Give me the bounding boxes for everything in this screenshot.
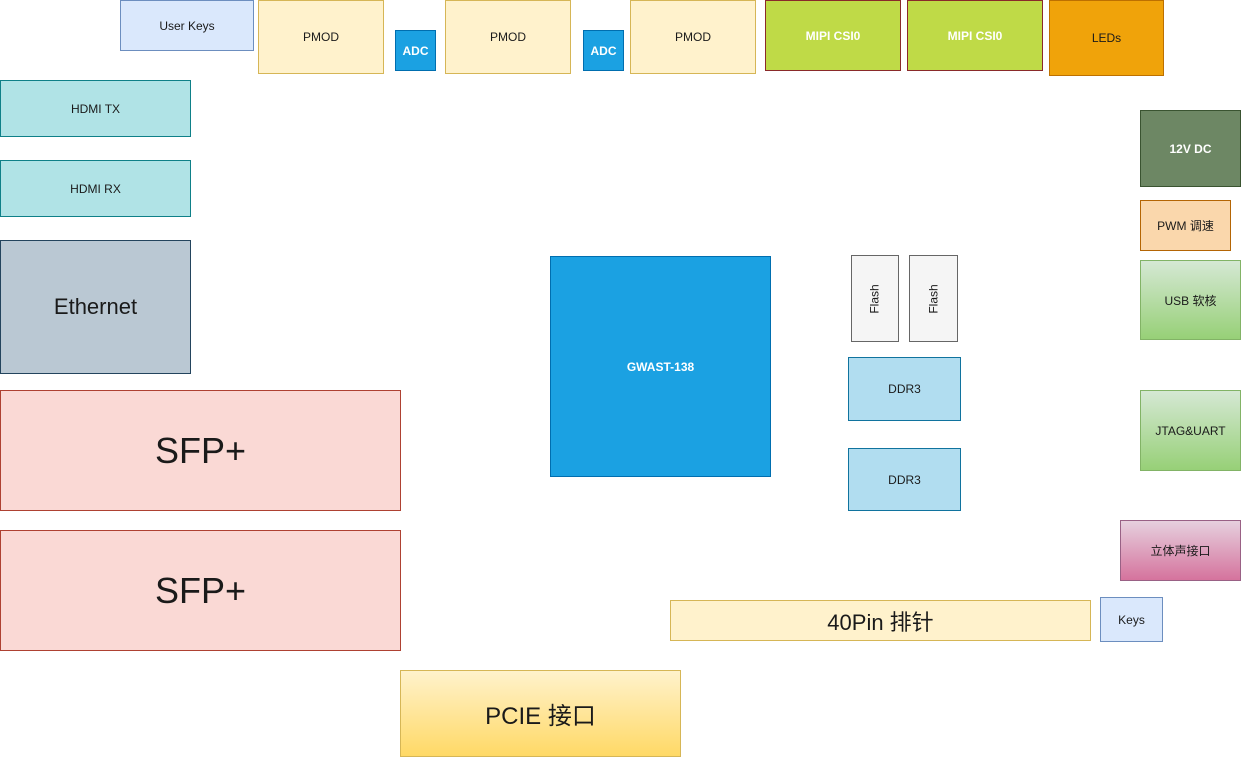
jtag-uart-label: JTAG&UART [1155,423,1226,438]
keys-block: Keys [1100,597,1163,642]
hdmi-tx-label: HDMI TX [70,101,121,116]
mipi-csi-label-1: MIPI CSI0 [805,28,861,43]
audio-block: 立体声接口 [1120,520,1241,581]
ddr3-label-1: DDR3 [888,382,921,396]
pmod-block-1: PMOD [258,0,384,74]
sfp-label-2: SFP+ [154,569,247,611]
flash-label-2: Flash [926,283,941,314]
mipi-csi-block-1: MIPI CSI0 [765,0,901,71]
hdmi-tx-block: HDMI TX [0,80,191,137]
adc-block-2: ADC [583,30,624,71]
jtag-uart-block: JTAG&UART [1140,390,1241,471]
pmod-label-1: PMOD [303,30,339,44]
ddr3-label-2: DDR3 [888,472,921,487]
pmod-block-3: PMOD [630,0,756,74]
audio-label: 立体声接口 [1150,544,1211,558]
leds-block: LEDs [1049,0,1164,76]
pmod-label-3: PMOD [675,30,711,44]
pwm-label: PWM 调速 [1157,219,1214,233]
user-keys-label: User Keys [159,18,215,33]
flash-label-1: Flash [868,283,882,314]
ddr3-block-1: DDR3 [848,357,961,421]
leds-label: LEDs [1091,31,1122,45]
pmod-label-2: PMOD [490,30,526,44]
hdmi-rx-label: HDMI RX [70,181,121,196]
sfp-label-1: SFP+ [154,429,247,471]
adc-label-2: ADC [590,43,617,58]
flash-block-2: Flash [909,255,958,342]
fpga-chip-label: GWAST-138 [626,359,695,374]
usb-block: USB 软核 [1140,260,1241,340]
pmod-block-2: PMOD [445,0,571,74]
power-12v-label: 12V DC [1169,141,1212,156]
adc-block-1: ADC [395,30,436,71]
mipi-csi-label-2: MIPI CSI0 [947,28,1003,43]
header-40pin-block: 40Pin 排针 [670,600,1091,641]
hdmi-rx-block: HDMI RX [0,160,191,217]
ddr3-block-2: DDR3 [848,448,961,511]
pcie-block: PCIE 接口 [400,670,681,757]
user-keys-block: User Keys [120,0,254,51]
pwm-block: PWM 调速 [1140,200,1231,251]
sfp-block-1: SFP+ [0,390,401,511]
adc-label-1: ADC [402,43,429,58]
mipi-csi-block-2: MIPI CSI0 [907,0,1043,71]
ethernet-label: Ethernet [53,294,138,319]
power-12v-block: 12V DC [1140,110,1241,187]
sfp-block-2: SFP+ [0,530,401,651]
fpga-chip-block: GWAST-138 [550,256,771,477]
keys-label: Keys [1118,612,1145,627]
pcie-label: PCIE 接口 [485,703,596,730]
flash-block-1: Flash [851,255,899,342]
header-40pin-label: 40Pin 排针 [827,609,934,635]
usb-label: USB 软核 [1164,293,1217,308]
ethernet-block: Ethernet [0,240,191,374]
